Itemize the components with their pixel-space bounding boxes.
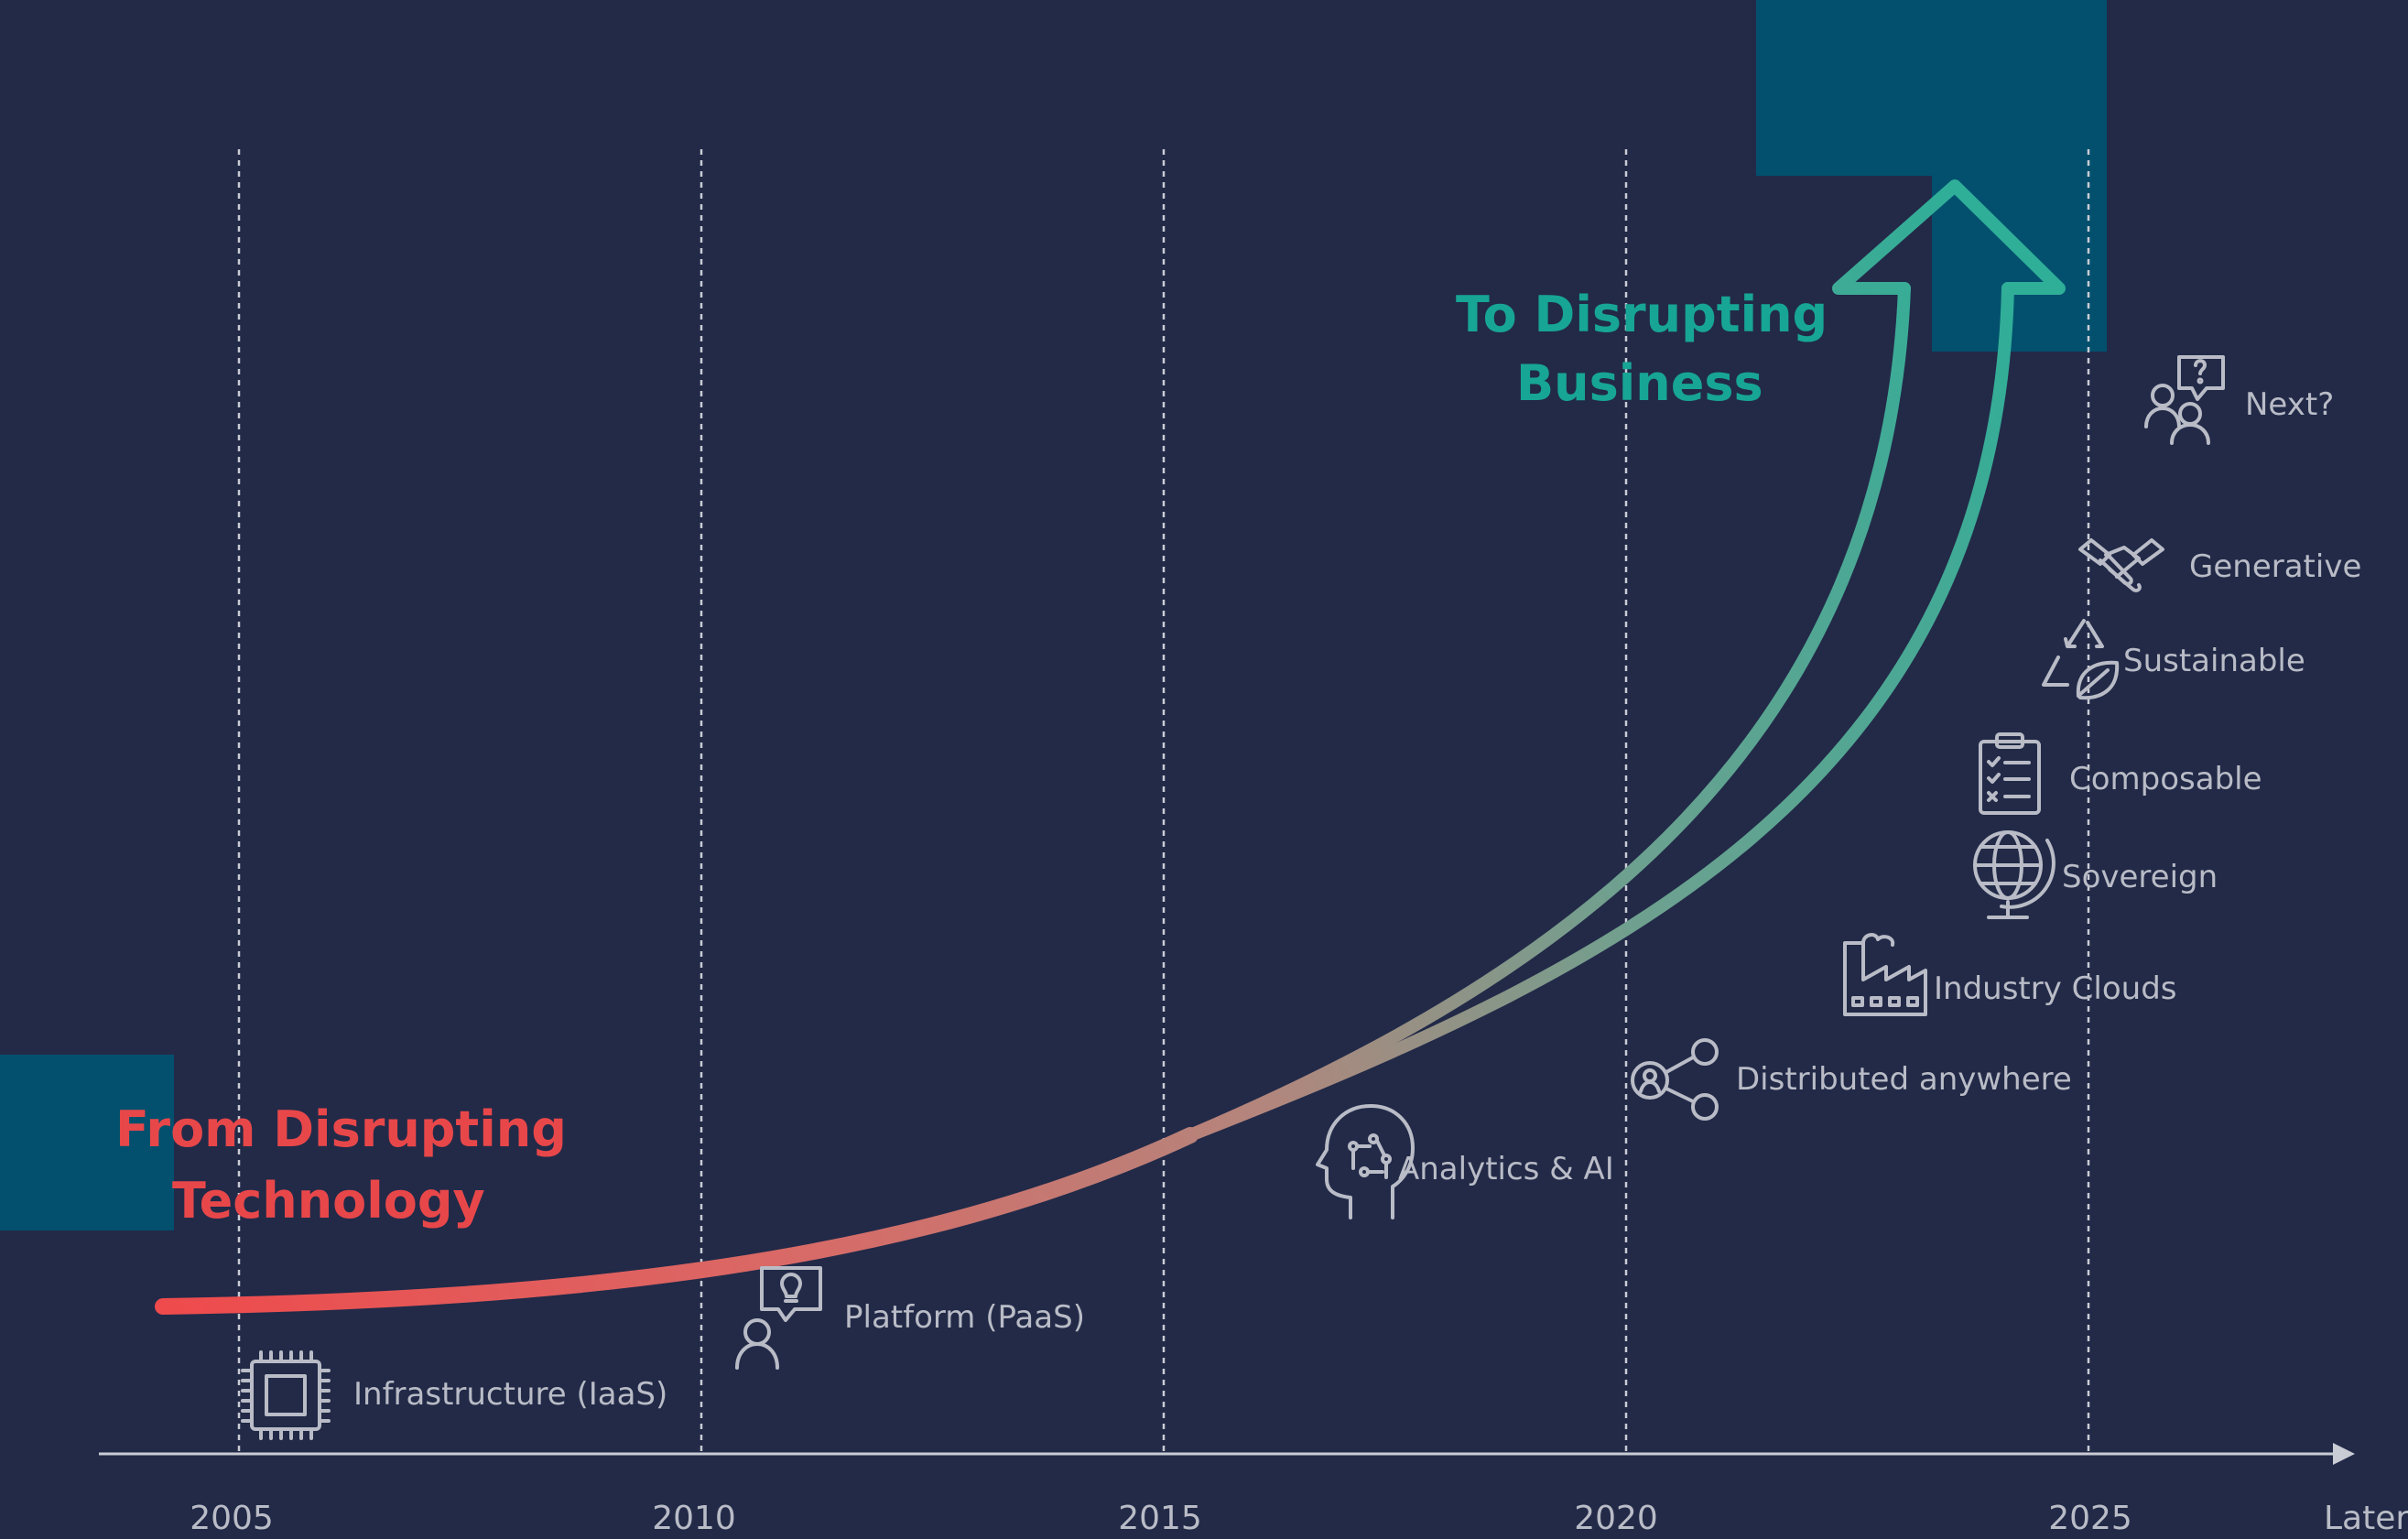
arrow-head-outline: [1832, 179, 2066, 295]
milestone-label-generative: Generative: [2189, 548, 2361, 585]
milestone-label-infrastructure: Infrastructure (IaaS): [353, 1376, 667, 1413]
growth-curve-arrow: [155, 179, 2066, 1315]
milestone-label-next: Next?: [2245, 386, 2334, 423]
factory-icon: [1843, 933, 1927, 1016]
milestone-label-composable: Composable: [2069, 761, 2262, 797]
accent-block-left: [0, 1055, 174, 1230]
year-label-2025: 2025: [2048, 1500, 2132, 1537]
recycle-leaf-icon: [2042, 619, 2120, 700]
year-label-2010: 2010: [652, 1500, 736, 1537]
growth-curve-outer-stem: [1184, 282, 2014, 1142]
year-label-2015: 2015: [1118, 1500, 1202, 1537]
growth-curve-inner-stem: [1184, 282, 1911, 1142]
accent-block-top: [1756, 0, 2107, 176]
clipboard-checklist-icon: [1979, 732, 2041, 815]
person-idea-icon: [735, 1266, 822, 1370]
year-label-later: Later: [2324, 1500, 2408, 1537]
to-headline-line1: To Disrupting: [1456, 286, 1828, 343]
handshake-icon: [2078, 538, 2164, 593]
ai-head-icon: [1316, 1104, 1415, 1219]
people-question-icon: [2144, 355, 2225, 445]
growth-curve-main: [155, 1127, 1199, 1315]
from-headline-line2: Technology: [172, 1172, 485, 1230]
milestone-label-sustainable: Sustainable: [2123, 643, 2305, 679]
time-axis-arrowhead: [2333, 1443, 2355, 1465]
year-label-2005: 2005: [190, 1500, 274, 1537]
milestone-label-distributed: Distributed anywhere: [1736, 1061, 2072, 1098]
milestone-label-industry-clouds: Industry Clouds: [1934, 970, 2177, 1007]
milestone-label-analytics: Analytics & AI: [1398, 1151, 1614, 1187]
share-network-icon: [1631, 1038, 1719, 1121]
milestone-label-sovereign: Sovereign: [2062, 859, 2218, 895]
milestone-label-platform: Platform (PaaS): [844, 1299, 1085, 1336]
accent-block-top-lower: [1932, 176, 2107, 352]
cpu-chip-icon: [241, 1350, 331, 1440]
year-gridlines: [237, 149, 2090, 1454]
year-label-2020: 2020: [1574, 1500, 1658, 1537]
from-headline-line1: From Disrupting: [115, 1100, 567, 1158]
globe-icon: [1973, 830, 2055, 919]
to-headline-line2: Business: [1516, 354, 1763, 412]
